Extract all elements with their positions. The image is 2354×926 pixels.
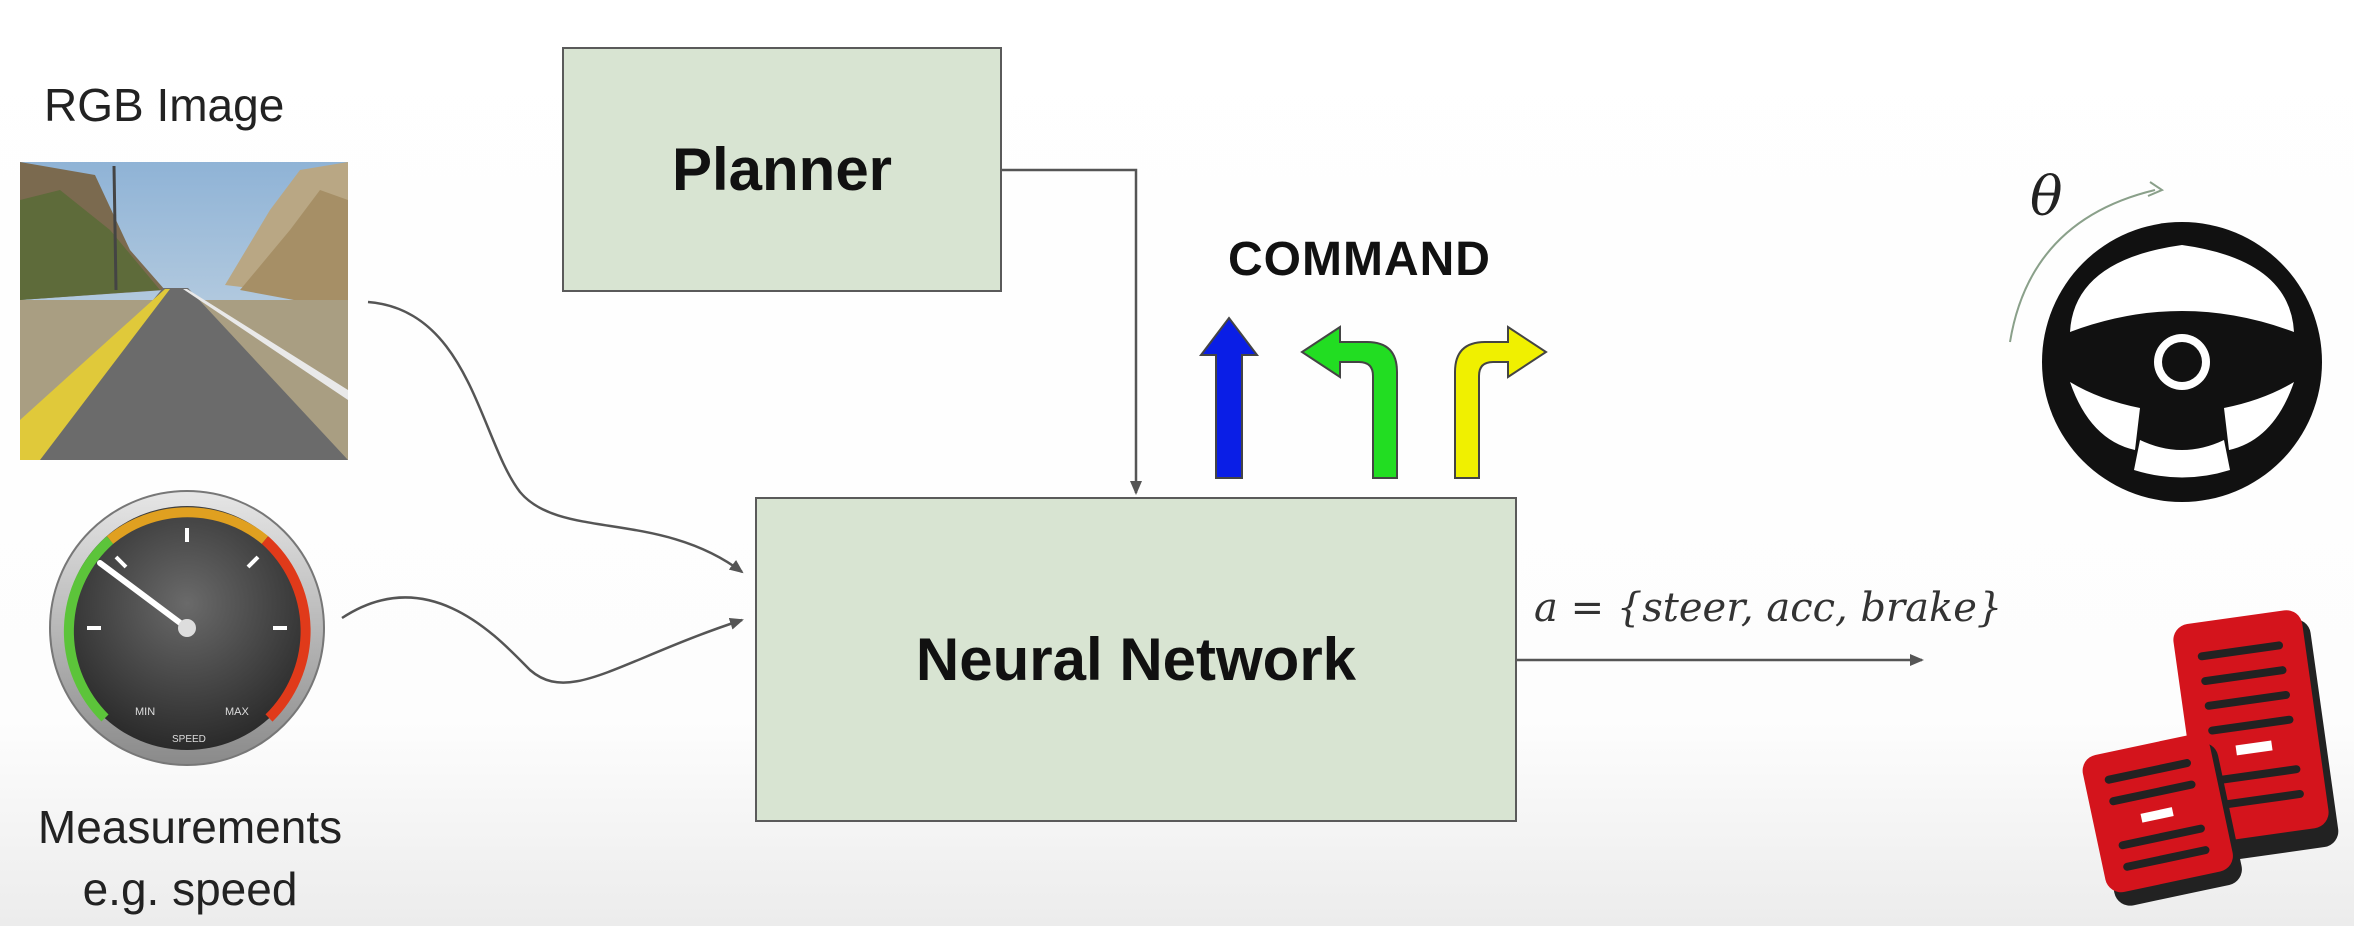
neural-network-label: Neural Network xyxy=(915,626,1357,693)
command-label: COMMAND xyxy=(1228,233,1491,286)
measurements-example-label: e.g. speed xyxy=(82,863,298,915)
neural-network-box: Neural Network xyxy=(755,497,1517,822)
measurements-label: Measurements xyxy=(37,801,343,853)
planner-box: Planner xyxy=(562,47,1002,292)
planner-to-network-connector xyxy=(1002,168,1142,495)
measurements-to-network-connector xyxy=(341,596,744,684)
action-output-label: a = {steer, acc, brake} xyxy=(1534,585,2003,631)
steering-angle-symbol: θ xyxy=(2030,165,2063,228)
image-to-network-connector xyxy=(367,300,744,574)
planner-label: Planner xyxy=(671,136,893,203)
rgb-image-label: RGB Image xyxy=(44,79,285,131)
